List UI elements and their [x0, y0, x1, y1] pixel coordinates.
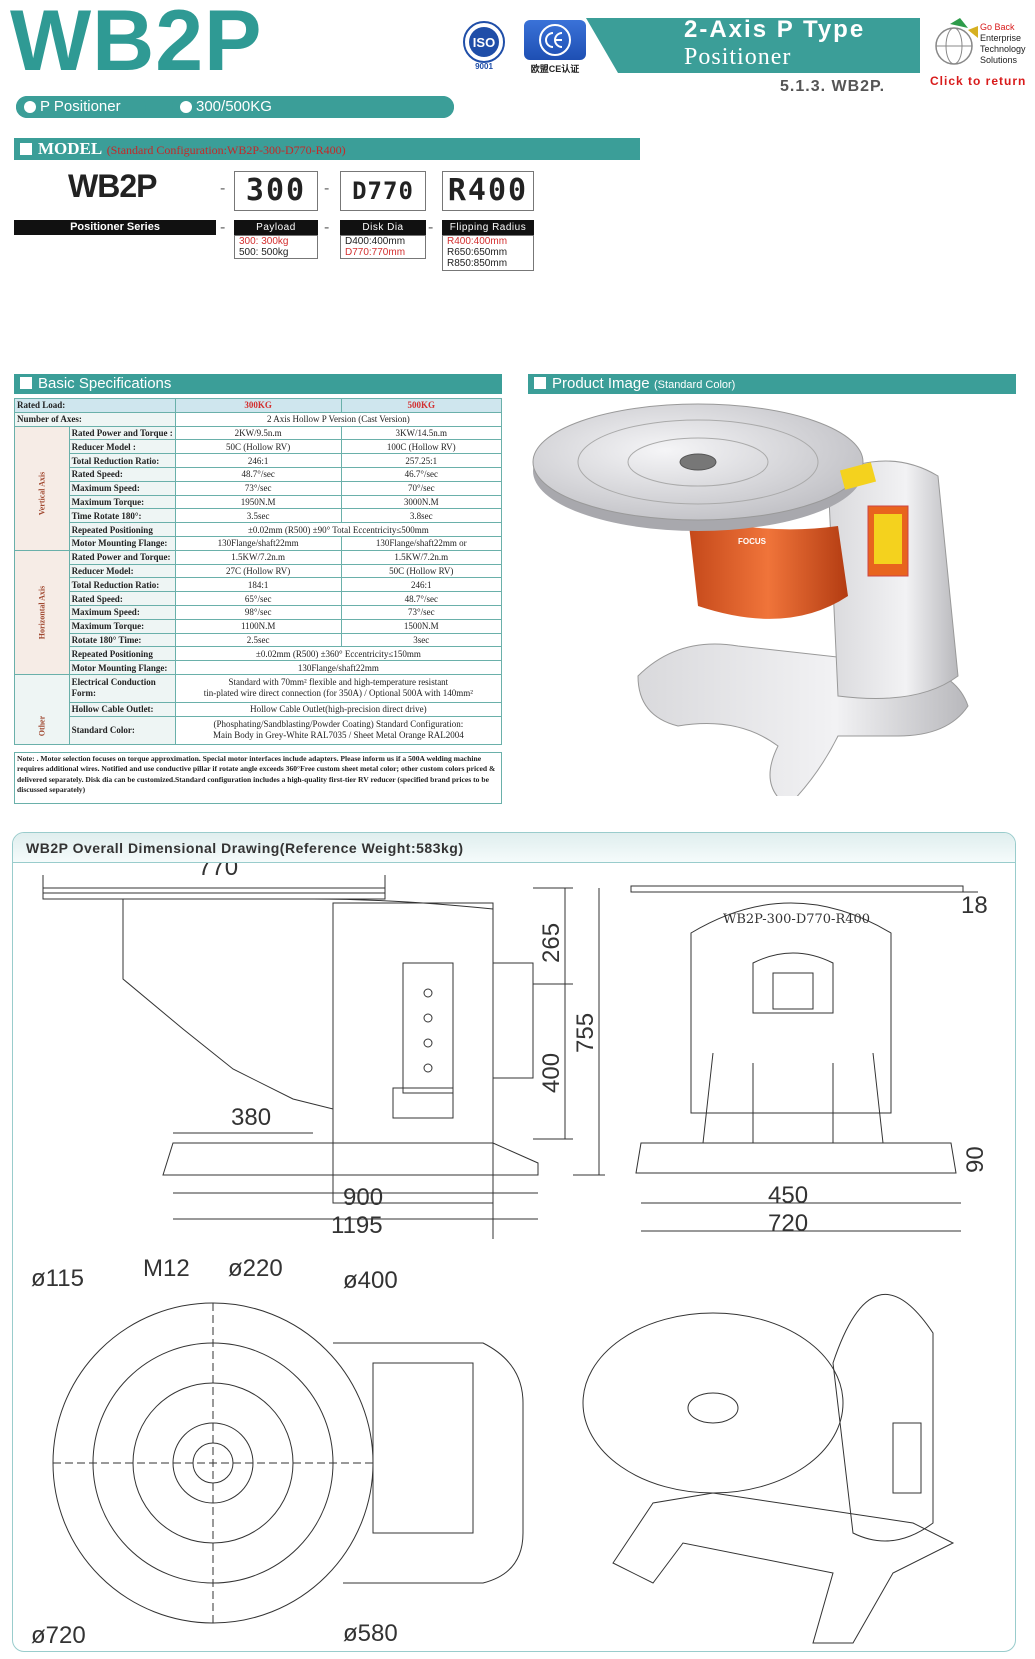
std-config: (Standard Configuration:WB2P-300-D770-R4… — [106, 143, 346, 157]
option-list-radius: R400:400mm R650:650mm R850:850mm — [442, 235, 534, 271]
globe-icon — [935, 18, 978, 65]
dim-265: 265 — [538, 923, 565, 963]
dim-720: 720 — [768, 1210, 808, 1237]
ce-caption: 欧盟CE认证 — [530, 64, 580, 74]
table-row: Motor Mounting Flange:130Flange/shaft22m… — [15, 660, 503, 675]
dim-phi720: ø720 — [31, 1622, 86, 1649]
front-view: 770 380 900 1195 265 400 755 — [42, 863, 605, 1239]
series-label: Positioner Series — [14, 220, 216, 235]
title-banner — [586, 18, 920, 73]
option-head-radius: Flipping Radius — [442, 220, 534, 235]
model-name: WB2P — [68, 168, 157, 204]
product-image: FOCUS — [528, 396, 1016, 807]
dim-phi400: ø400 — [343, 1267, 398, 1294]
dim-1195: 1195 — [331, 1212, 383, 1239]
tag-p-positioner: P Positioner — [16, 96, 146, 118]
dim-900: 900 — [343, 1184, 383, 1211]
dim-phi115: ø115 — [31, 1265, 84, 1292]
dim-m12: M12 — [143, 1255, 190, 1282]
code-radius: R400 — [442, 171, 534, 211]
iso-label: ISO — [473, 35, 495, 50]
model-section-bar: MODEL (Standard Configuration:WB2P-300-D… — [14, 138, 640, 160]
dim-400: 400 — [538, 1053, 565, 1093]
banner-line1: 2-Axis P Type — [684, 16, 866, 43]
option-head-disk: Disk Dia — [340, 220, 426, 235]
dim-380: 380 — [231, 1104, 271, 1131]
table-row: Repeated Positioning±0.02mm (R500) ±360°… — [15, 646, 503, 662]
dim-90: 90 — [962, 1146, 989, 1173]
click-return-label[interactable]: Click to return — [930, 74, 1027, 88]
dimensional-drawing: WB2P Overall Dimensional Drawing(Referen… — [12, 832, 1016, 1652]
table-row: Repeated Positioning±0.02mm (R500) ±90° … — [15, 522, 503, 537]
iso-number: 9001 — [475, 62, 493, 71]
dim-770: 770 — [198, 863, 238, 881]
ce-logo: 欧盟CE认证 — [524, 20, 586, 74]
page-title: WB2P — [10, 0, 263, 89]
brand-label: FOCUS — [738, 537, 767, 546]
top-view: ø115 M12 ø220 ø400 ø720 ø580 — [31, 1255, 524, 1649]
iso-view — [582, 1293, 955, 1644]
table-row: Rated Load: 300KG 500KG — [14, 398, 503, 413]
table-row: Standard Color: (Phosphating/Sandblastin… — [15, 715, 503, 745]
option-head-payload: Payload — [234, 220, 318, 235]
banner-line2: Positioner — [684, 44, 792, 70]
table-row: Hollow Cable Outlet: Hollow Cable Outlet… — [15, 701, 503, 717]
spec-note: Note: . Motor selection focuses on torqu… — [14, 752, 502, 804]
drawing-model-label: WB2P-300-D770-R400 — [723, 912, 870, 927]
code-disk: D770 — [340, 171, 426, 211]
drawing-header: WB2P Overall Dimensional Drawing(Referen… — [13, 833, 1015, 863]
group-label: Horizontal Axis — [14, 549, 70, 675]
option-list-payload: 300: 300kg 500: 500kg — [234, 235, 318, 259]
table-row: Reducer Model:27C (Hollow RV)50C (Hollow… — [15, 563, 503, 579]
dim-755: 755 — [572, 1013, 599, 1053]
dim-phi580: ø580 — [343, 1620, 398, 1647]
product-section-bar: Product Image (Standard Color) — [528, 374, 1016, 394]
code-payload: 300 — [234, 171, 318, 211]
ce-mark-icon — [524, 20, 586, 60]
side-view: WB2P-300-D770-R400 18 90 450 720 — [630, 885, 989, 1237]
tag-payload: 300/500KG — [172, 96, 454, 118]
spec-table: Rated Load: 300KG 500KG Number of Axes: … — [14, 398, 503, 745]
table-row: Reducer Model :50C (Hollow RV)100C (Holl… — [15, 439, 503, 455]
goback-text: Go Back Enterprise Technology Solutions — [980, 22, 1026, 65]
dim-phi220: ø220 — [228, 1255, 283, 1282]
dim-18: 18 — [961, 892, 988, 919]
dim-450: 450 — [768, 1182, 808, 1209]
drawing-title: WB2P Overall Dimensional Drawing(Referen… — [26, 840, 464, 856]
section-code: 5.1.3. WB2P. — [780, 78, 886, 95]
iso-logo: ISO 9001 — [455, 20, 513, 72]
spec-section-bar: Basic Specifications — [14, 374, 502, 394]
table-row: Number of Axes: 2 Axis Hollow P Version … — [14, 411, 503, 427]
option-list-disk: D400:400mm D770:770mm — [340, 235, 426, 259]
group-label: Vertical Axis — [14, 425, 70, 551]
table-row: Motor Mounting Flange:130Flange/shaft22m… — [15, 535, 503, 551]
go-back-link[interactable]: Go Back Enterprise Technology Solutions … — [928, 16, 1035, 88]
